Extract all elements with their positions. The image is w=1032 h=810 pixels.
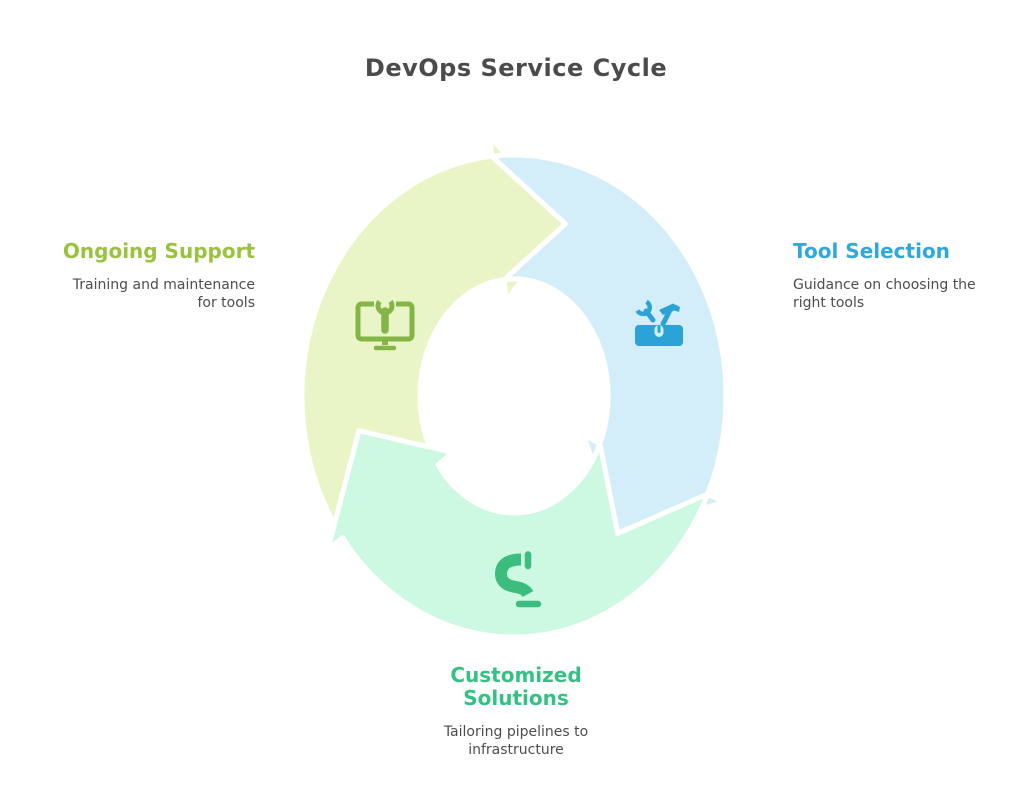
- stage-title-tool-selection: Tool Selection: [793, 239, 950, 263]
- stage-title-ongoing-support: Ongoing Support: [62, 239, 255, 263]
- page-title: DevOps Service Cycle: [364, 54, 668, 82]
- stage-desc-customized-solutions: Tailoring pipelines to infrastructure: [443, 724, 589, 758]
- stage-desc-ongoing-support: Training and maintenance for tools: [72, 277, 255, 311]
- stage-desc-tool-selection: Guidance on choosing the right tools: [793, 277, 976, 311]
- stage-tool-selection: Tool Selection Guidance on choosing the …: [793, 240, 1018, 312]
- toolbox-icon: [635, 300, 683, 346]
- stage-customized-solutions: Customized Solutions Tailoring pipelines…: [0, 664, 1032, 759]
- monitor-wrench-icon: [355, 299, 415, 351]
- stage-ongoing-support: Ongoing Support Training and maintenance…: [40, 240, 255, 312]
- segment-customized-solutions-arrow: [325, 428, 711, 640]
- pipeline-icon: [495, 551, 542, 608]
- segment-ongoing-support-arrow: [299, 133, 568, 541]
- stage-title-customized-solutions: Customized Solutions: [450, 663, 582, 710]
- segment-tool-selection-arrow: [489, 152, 729, 536]
